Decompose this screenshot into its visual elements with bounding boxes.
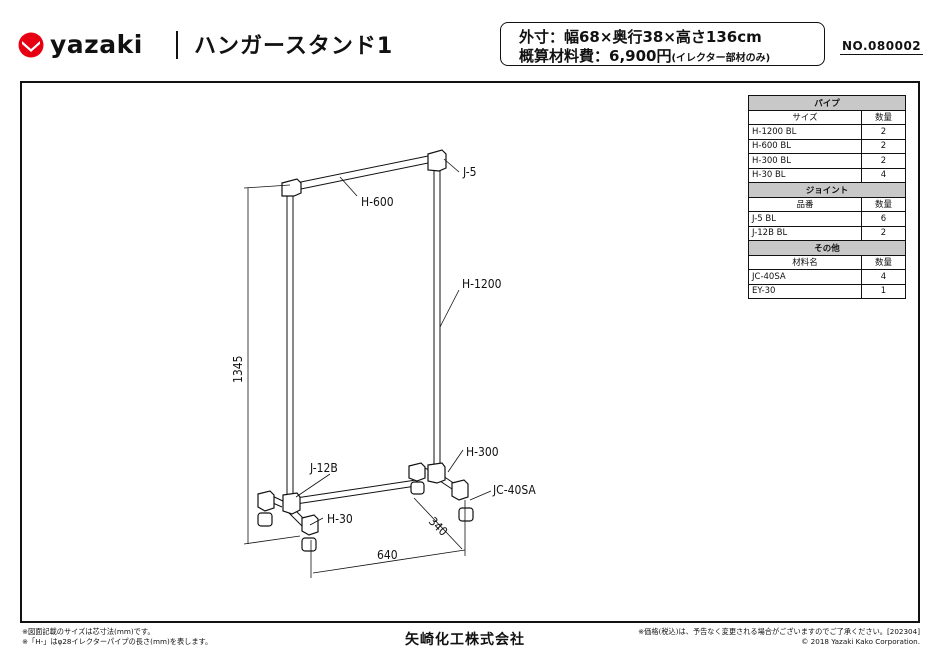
column-header-row: 材料名数量 (748, 254, 906, 270)
dimension-depth: 340 (426, 514, 451, 539)
label-h1200: H-1200 (462, 277, 502, 291)
drawing-frame (20, 81, 920, 623)
page-title: ハンガースタンド1 (194, 34, 394, 59)
copyright: © 2018 Yazaki Kako Corporation. (801, 637, 920, 646)
column-header-row: 品番数量 (748, 196, 906, 212)
column-header-row: サイズ数量 (748, 109, 906, 125)
spec-cost-value: 概算材料費：6,900円 (519, 47, 672, 65)
section-header-pipe: パイプ (748, 95, 906, 111)
assembly-drawing: J-5 H-600 H-1200 J-12B H-300 JC-40SA H-3… (231, 149, 536, 578)
header-divider (176, 31, 178, 59)
footer-note-pipe-length: ※「H-」はφ28イレクターパイプの長さ(mm)を表します。 (22, 637, 213, 646)
dimension-height: 1345 (231, 356, 245, 383)
dimension-width: 640 (377, 548, 398, 562)
footer-note-dimensions: ※図面記載のサイズは芯寸法(mm)です。 (22, 627, 155, 636)
label-h600: H-600 (361, 195, 394, 209)
yazaki-logo-icon (18, 32, 44, 57)
spec-box (500, 22, 825, 66)
footer-note-price: ※価格(税込)は、予告なく変更される場合がございますのでご了承ください。[202… (638, 627, 920, 636)
company-name: 矢崎化工株式会社 (405, 632, 525, 648)
label-h300: H-300 (466, 445, 499, 459)
brand-logo: yazaki (18, 30, 143, 59)
logo-text: yazaki (50, 30, 143, 59)
document-number: NO.080002 (840, 39, 924, 55)
section-header-other: その他 (748, 240, 906, 256)
spec-cost: 概算材料費：6,900円(イレクター部材のみ) (519, 45, 770, 66)
spec-cost-note: (イレクター部材のみ) (671, 53, 771, 64)
label-j12b: J-12B (309, 461, 338, 475)
label-j5: J-5 (462, 165, 477, 179)
spec-size: 外寸：幅68×奥行38×高さ136cm (519, 28, 762, 46)
section-header-joint: ジョイント (748, 182, 906, 198)
label-h30: H-30 (327, 512, 353, 526)
label-jc40sa: JC-40SA (492, 483, 536, 497)
